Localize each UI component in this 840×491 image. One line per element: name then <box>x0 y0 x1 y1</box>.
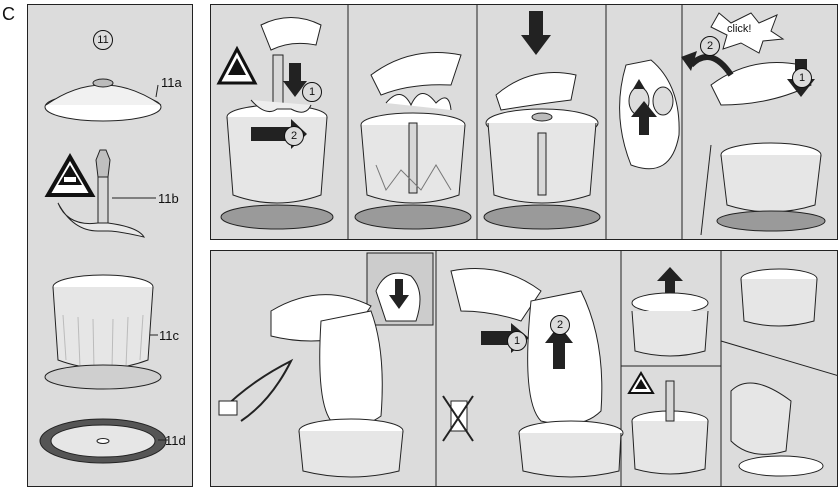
label-11c: 11c <box>159 328 179 343</box>
top-row: 1 2 click! 2 1 <box>210 4 838 240</box>
step-badge-1-motor: 1 <box>792 68 812 88</box>
label-11b: 11b <box>158 191 179 206</box>
step-badge-2-top: 2 <box>284 126 304 146</box>
step-release <box>443 269 623 478</box>
bottom-row: 1 2 <box>210 250 838 487</box>
base-illustration <box>40 419 168 463</box>
step-remove-blade <box>629 373 708 474</box>
step-place-lid <box>484 11 600 229</box>
click-label: click! <box>727 23 751 35</box>
bowl-illustration <box>45 275 161 389</box>
bottom-row-illustration <box>211 251 838 487</box>
step-insert-blade <box>219 18 333 230</box>
step-serve <box>731 269 823 476</box>
blade-warning-icon <box>48 157 92 195</box>
top-row-illustration <box>211 5 838 240</box>
no-plug-icon <box>443 396 473 441</box>
step-badge-2-bottom: 2 <box>550 315 570 335</box>
step-motor-detail <box>620 60 680 169</box>
label-11d: 11d <box>165 433 186 448</box>
label-11a: 11a <box>161 75 182 90</box>
parts-panel: 11 <box>27 4 193 487</box>
lid-illustration <box>45 79 161 121</box>
section-letter: C <box>2 4 15 25</box>
step-badge-2-motor: 2 <box>700 36 720 56</box>
step-press-switch <box>219 253 433 477</box>
step-remove-lid <box>632 267 708 356</box>
step-add-food <box>355 53 471 230</box>
step-badge-1-top: 1 <box>302 82 322 102</box>
step-badge-1-bottom: 1 <box>507 331 527 351</box>
